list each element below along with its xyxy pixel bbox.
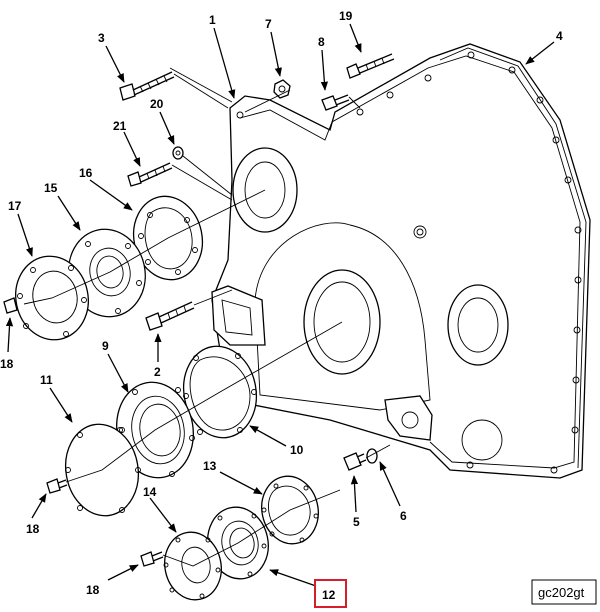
- callout-5: 5: [353, 515, 360, 529]
- callout-4: 4: [556, 29, 563, 43]
- callout-13: 13: [203, 459, 217, 473]
- bolt-2: [145, 301, 195, 331]
- screw-18-lower: [140, 551, 164, 567]
- callout-16: 16: [79, 166, 93, 180]
- bolt-3: [119, 71, 175, 101]
- callout-19: 19: [339, 9, 353, 23]
- o-ring-6: [366, 448, 378, 464]
- callout-9: 9: [102, 339, 109, 353]
- washer-20: [172, 146, 184, 160]
- leader-lines: [5, 23, 555, 587]
- screw-8: [321, 94, 350, 111]
- callout-3: 3: [98, 31, 105, 45]
- callout-18-upper: 18: [0, 357, 14, 371]
- front-cover-housing: [211, 43, 591, 479]
- callout-15: 15: [44, 181, 58, 195]
- screw-18-middle: [46, 478, 68, 494]
- bolt-19: [346, 53, 395, 79]
- callout-11: 11: [40, 373, 53, 387]
- callout-labels: 1 2 3 4 5 6 7 8 9 10 11 12 13 14 15 16 1…: [0, 9, 563, 608]
- callout-1: 1: [209, 13, 216, 27]
- bolt-21: [127, 162, 173, 187]
- callout-17: 17: [8, 199, 22, 213]
- callout-8: 8: [318, 35, 325, 49]
- callout-18-middle: 18: [26, 522, 40, 536]
- nut-7: [273, 79, 291, 99]
- callout-21: 21: [113, 119, 127, 133]
- front-cover-gasket: [439, 47, 587, 469]
- explosion-lines: [23, 67, 391, 567]
- plug-5: [343, 452, 367, 471]
- callout-12-highlight-box: [314, 579, 347, 608]
- callout-20: 20: [150, 97, 164, 111]
- housing-bolt-holes: [236, 51, 582, 474]
- callout-14: 14: [143, 485, 157, 499]
- callout-7: 7: [265, 17, 272, 31]
- callout-6: 6: [400, 509, 407, 523]
- callout-18-lower: 18: [86, 583, 100, 597]
- callout-12: 12: [322, 588, 336, 602]
- callout-2: 2: [154, 365, 161, 379]
- figure-id-label: gc202gt: [538, 585, 585, 600]
- figure-id-box: gc202gt: [531, 579, 597, 605]
- callout-10: 10: [290, 443, 304, 457]
